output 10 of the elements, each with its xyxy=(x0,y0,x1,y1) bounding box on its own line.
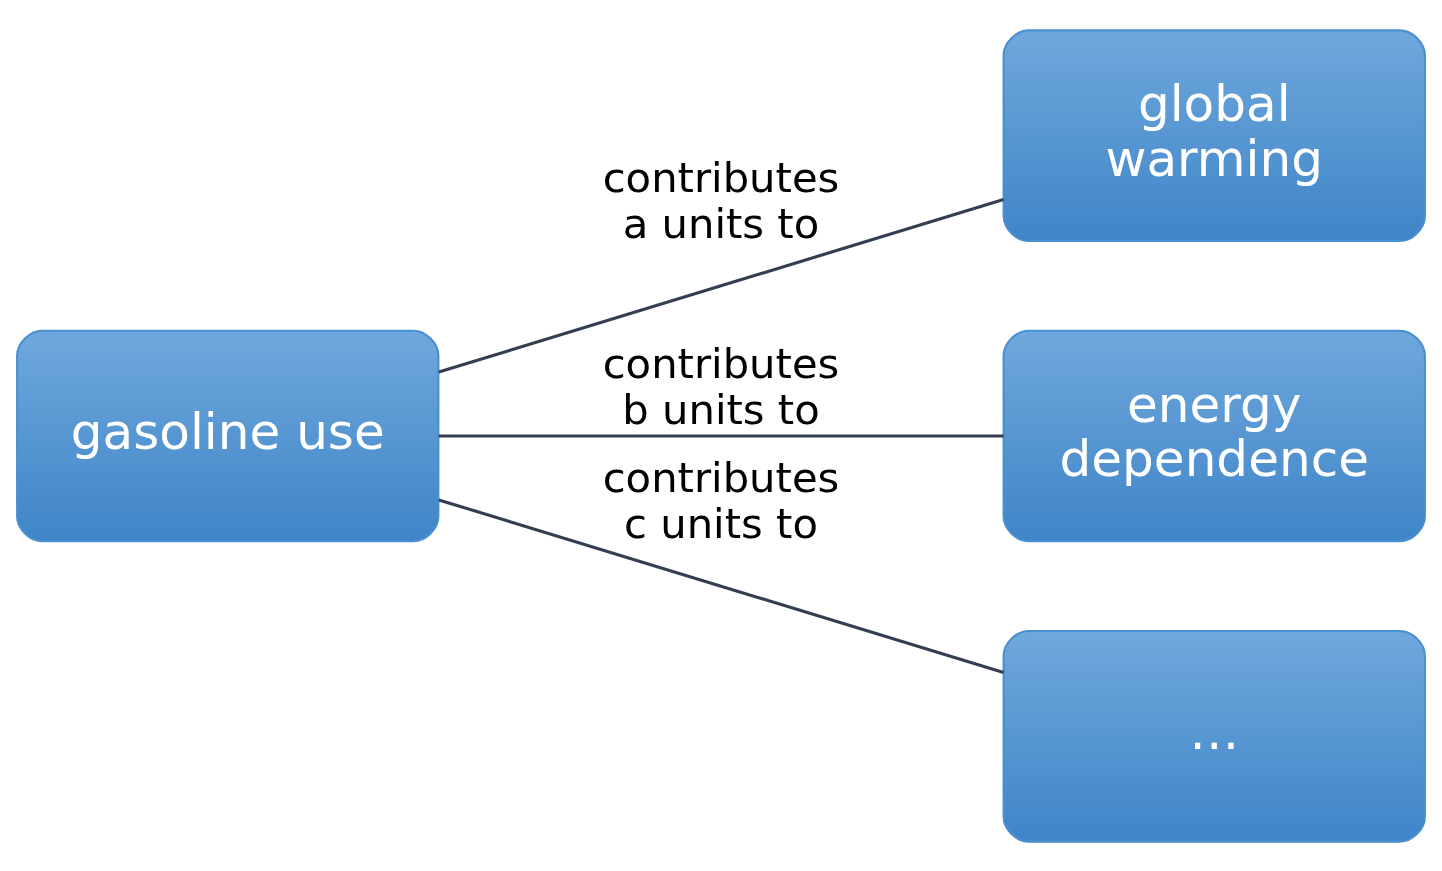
edge-label: contributes a units to xyxy=(602,152,840,248)
node-box: global warming xyxy=(1002,28,1426,242)
edge-label: contributes c units to xyxy=(602,452,840,548)
connector xyxy=(438,497,1004,674)
node-box: energy dependence xyxy=(1002,329,1426,542)
edge-label: contributes b units to xyxy=(602,338,840,433)
node-box: … xyxy=(1002,629,1426,843)
node-box: gasoline use xyxy=(16,329,440,542)
connector xyxy=(438,433,1004,438)
connector xyxy=(438,197,1004,374)
